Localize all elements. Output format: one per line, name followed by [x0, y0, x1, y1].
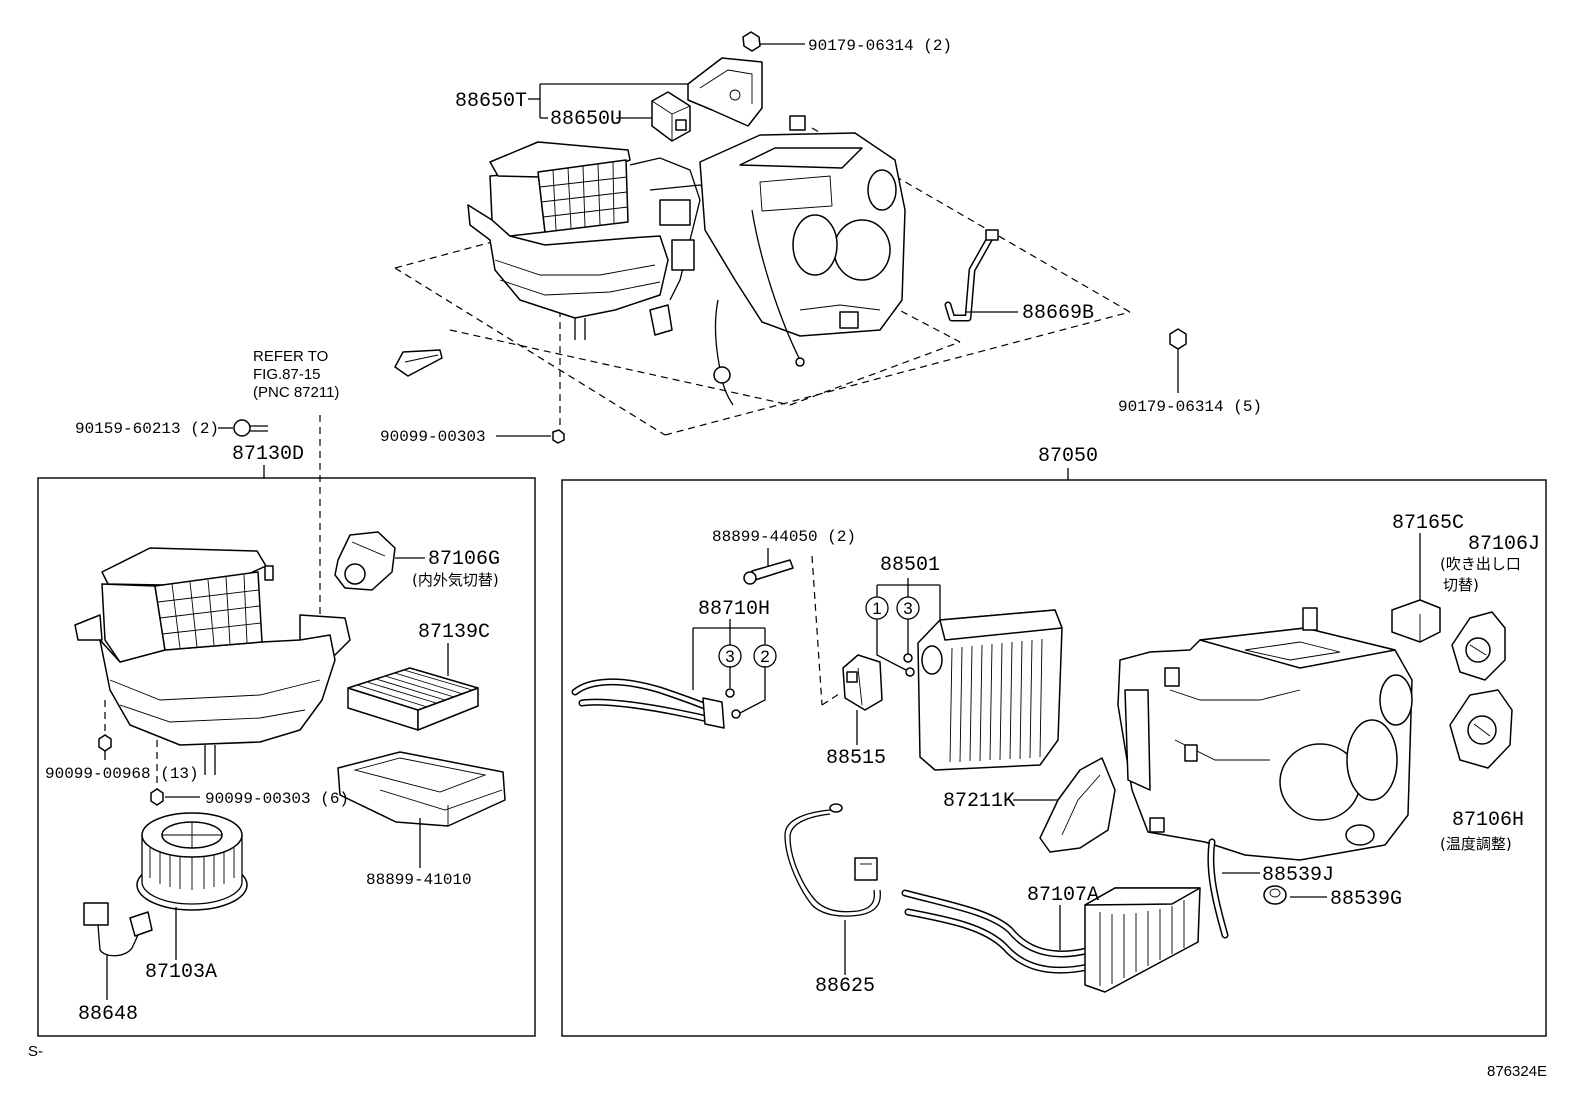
evaporator-fins	[949, 638, 1043, 763]
housing-grid	[157, 574, 262, 649]
callout-1-evaporator: 1	[865, 596, 889, 620]
harness-88648	[83, 902, 153, 1000]
figure-id: 876324E	[1487, 1063, 1547, 1080]
blower-group-box: 87106G (内外気切替) 87139C 88899-41010	[37, 477, 536, 1037]
reference-duct-part	[394, 349, 443, 377]
servo-87106g	[334, 531, 425, 591]
label-evaporator: 88501	[880, 554, 940, 577]
label-amplifier-u: 88650U	[550, 108, 622, 131]
label-bolt: 88899-44050 (2)	[712, 528, 856, 546]
servo-87106j	[1451, 611, 1506, 681]
callout-2-tube: 2	[753, 644, 777, 668]
amplifier-unit	[651, 91, 691, 142]
expansion-valve-88515	[842, 654, 883, 745]
callout-1-evaporator-text: 1	[872, 599, 881, 618]
label-hose-drain: 88539J	[1262, 864, 1334, 887]
footer-code: S-	[28, 1043, 43, 1060]
cooling-group-box: 88899-44050 (2) 88710H 3 2	[561, 479, 1547, 1037]
label-screw-a: 90099-00968 (13)	[45, 765, 199, 783]
filter-case-88899-41010	[337, 751, 506, 868]
callout-2-tube-text: 2	[760, 647, 769, 666]
label-nut-top: 90179-06314 (2)	[808, 37, 952, 55]
screw-90099-00303-blower	[150, 740, 200, 806]
label-screw-center: 90099-00303	[380, 428, 486, 446]
label-refer-fig: FIG.87-15	[253, 366, 321, 383]
heater-core-87107a	[901, 887, 1201, 993]
label-hose-top: 88669B	[1022, 302, 1094, 325]
label-refer-pnc: (PNC 87211)	[253, 384, 339, 401]
label-cooling-group: 87050	[1038, 445, 1098, 468]
label-grommet: 88539G	[1330, 888, 1402, 911]
heater-unit-case	[1117, 607, 1413, 861]
callout-3-tube-text: 3	[725, 647, 734, 666]
wire-88625	[784, 803, 881, 975]
grommet-88539g	[1263, 885, 1327, 905]
label-screw-b: 90099-00303 (6)	[205, 790, 349, 808]
label-screw-left: 90159-60213 (2)	[75, 420, 219, 438]
label-wire: 88625	[815, 975, 875, 998]
blower-group-frame	[37, 477, 536, 1037]
label-servo-c: 87165C	[1392, 512, 1464, 535]
callout-3-evaporator-text: 3	[903, 599, 912, 618]
hose-88539j	[1207, 838, 1260, 939]
label-motor: 87103A	[145, 961, 217, 984]
label-tube: 88710H	[698, 598, 770, 621]
blower-motor-87103a	[136, 812, 248, 960]
label-refer-to: REFER TO	[253, 348, 328, 365]
label-servo-j-note-2: 切替)	[1443, 576, 1479, 594]
screw-90099-00303-top	[496, 429, 565, 444]
label-amplifier-t: 88650T	[455, 90, 527, 113]
amplifier-leaders	[528, 83, 688, 119]
blower-fan-fins	[149, 848, 235, 890]
air-filter-87139c	[347, 643, 479, 731]
label-duct: 87211K	[943, 790, 1015, 813]
hvac-unit-assembly	[467, 115, 906, 406]
label-servo-g: 87106G	[428, 548, 500, 571]
callout-3-tube: 3	[718, 644, 742, 668]
nut-90179-06314-right	[1169, 328, 1187, 393]
amplifier-bracket	[687, 57, 763, 127]
nut-90179-06314-top	[742, 31, 805, 52]
label-blower-group: 87130D	[232, 443, 304, 466]
evaporator-88501	[903, 609, 1063, 771]
label-servo-g-note: (内外気切替)	[412, 571, 499, 589]
tube-88710h	[571, 678, 741, 729]
evaporator-callout-leaders	[876, 578, 941, 671]
blower-housing	[74, 547, 351, 775]
label-servo-j: 87106J	[1468, 533, 1540, 556]
servo-87106h	[1449, 689, 1513, 769]
top-assembly: 90179-06314 (2) 88650T 88650U	[75, 31, 1262, 625]
label-filter: 87139C	[418, 621, 490, 644]
callout-3-evaporator: 3	[896, 596, 920, 620]
tube-callout-leaders	[692, 619, 766, 714]
intake-grid	[539, 161, 629, 231]
label-servo-h-note: (温度調整)	[1440, 835, 1512, 853]
screw-90159-60213	[218, 419, 268, 437]
label-filter-case: 88899-41010	[366, 871, 472, 889]
bolt-88899-44050	[743, 548, 843, 706]
servo-87165c	[1391, 533, 1441, 643]
label-valve: 88515	[826, 747, 886, 770]
label-nut-right: 90179-06314 (5)	[1118, 398, 1262, 416]
label-heater-core: 87107A	[1027, 884, 1099, 907]
screw-90099-00968	[98, 700, 112, 760]
cooling-group-frame	[561, 479, 1547, 1037]
label-servo-j-note-1: (吹き出し口	[1440, 555, 1521, 573]
duct-87211k	[1013, 757, 1116, 853]
label-harness: 88648	[78, 1003, 138, 1026]
hose-88669b	[944, 229, 1018, 322]
label-servo-h: 87106H	[1452, 809, 1524, 832]
